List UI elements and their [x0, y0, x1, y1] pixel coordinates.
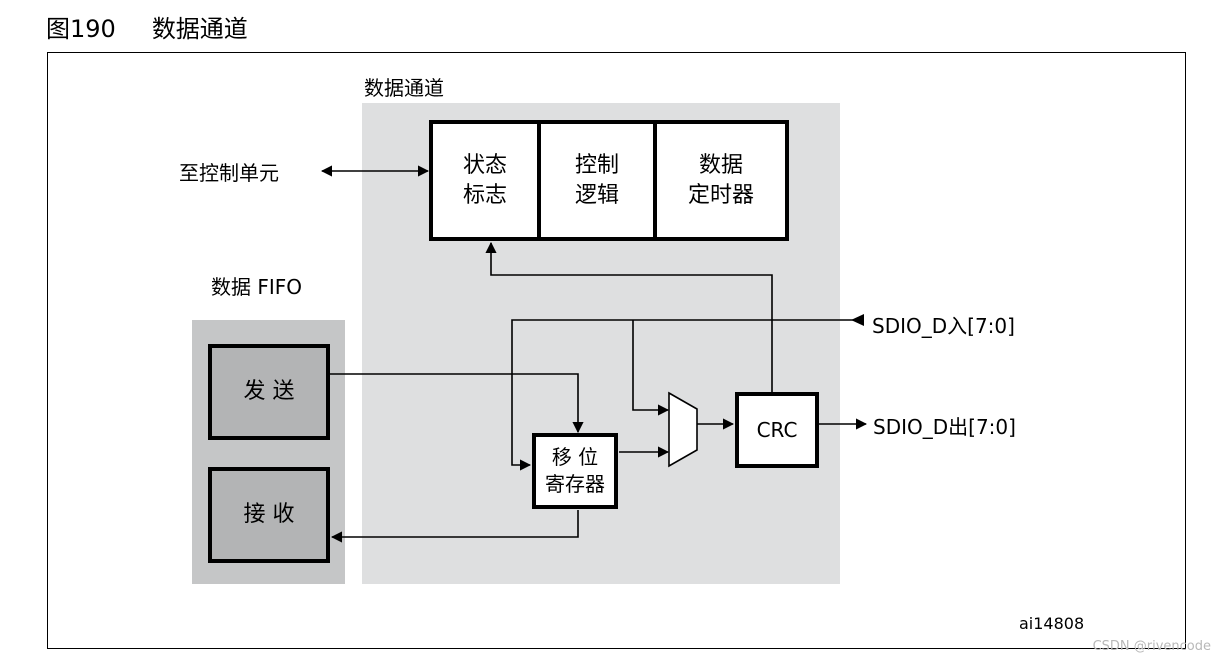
- send-label: 发 送: [243, 379, 295, 404]
- crc-block: CRC: [735, 392, 819, 468]
- sdio-in-to-shift-wire: [511, 319, 862, 471]
- receive-block: 接 收: [208, 467, 330, 563]
- data-fifo-label: 数据 FIFO: [211, 275, 303, 299]
- datapath-label: 数据通道: [364, 76, 444, 100]
- diagram-frame: [47, 52, 1186, 649]
- shift-register-line-2: 寄存器: [545, 472, 605, 496]
- status-flags-line-1: 状态: [462, 152, 507, 178]
- watermark: CSDN @rivencode: [1092, 639, 1211, 654]
- status-flags-line-2: 标志: [462, 182, 507, 208]
- control-logic-block: 控制逻辑: [537, 120, 657, 241]
- data-timer-line-1: 数据: [698, 152, 743, 178]
- control-logic-line-1: 控制: [574, 152, 619, 178]
- data-timer-line-2: 定时器: [687, 182, 754, 208]
- control-logic-line-2: 逻辑: [574, 182, 619, 208]
- shift-register-block: 移 位寄存器: [532, 433, 618, 509]
- sdio-in-label: SDIO_D入[7:0]: [872, 314, 1015, 338]
- figure-title: 图190 数据通道: [46, 9, 248, 44]
- figure-caption: 数据通道: [151, 15, 248, 43]
- sdio-in-to-mux-wire: [632, 320, 670, 416]
- to-control-unit-label: 至控制单元: [179, 161, 279, 185]
- sdio-in-arrowhead: [851, 314, 864, 326]
- crc-label: CRC: [756, 418, 798, 442]
- shift-register-line-1: 移 位: [551, 445, 599, 469]
- crc-to-status-wire: [485, 241, 773, 392]
- shift-to-receive-wire: [330, 510, 579, 543]
- figure-id-label: ai14808: [1019, 614, 1085, 633]
- send-block: 发 送: [208, 344, 330, 440]
- sdio-out-label: SDIO_D出[7:0]: [873, 415, 1016, 439]
- send-to-shift-wire: [330, 373, 584, 434]
- receive-label: 接 收: [243, 502, 295, 527]
- data-timer-block: 数据定时器: [653, 120, 789, 241]
- figure-number: 图190: [46, 15, 116, 43]
- multiplexer-shape: [668, 391, 698, 468]
